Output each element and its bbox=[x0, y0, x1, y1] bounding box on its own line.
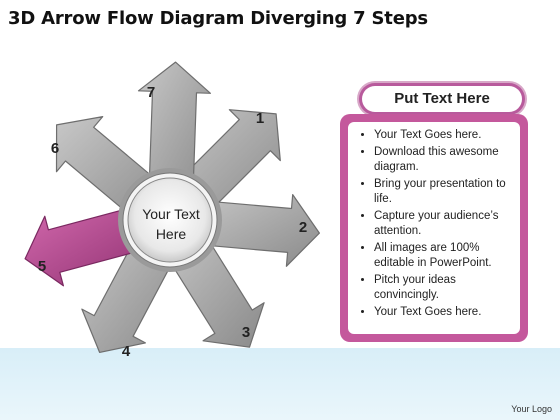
bullet-item: All images are 100% editable in PowerPoi… bbox=[374, 241, 512, 271]
step-6-label: 6 bbox=[50, 140, 60, 157]
footer-logo-text: Your Logo bbox=[511, 404, 552, 414]
step-1-label: 1 bbox=[255, 110, 265, 127]
arrow-flow-diagram: 1 2 3 4 5 6 7 Your Text Here bbox=[24, 61, 320, 360]
bullet-list: Your Text Goes here. Download this aweso… bbox=[348, 122, 520, 320]
page-title: 3D Arrow Flow Diagram Diverging 7 Steps bbox=[8, 8, 428, 29]
hub-circle bbox=[127, 177, 213, 263]
bullet-item: Pitch your ideas convincingly. bbox=[374, 273, 512, 303]
step-7-label: 7 bbox=[146, 84, 156, 101]
step-4-label: 4 bbox=[121, 343, 131, 360]
center-text-line-2: Here bbox=[155, 226, 187, 242]
step-5-label: 5 bbox=[37, 258, 47, 275]
text-panel-inner: Your Text Goes here. Download this aweso… bbox=[348, 122, 520, 334]
bullet-item: Download this awesome diagram. bbox=[374, 145, 512, 175]
text-panel: Your Text Goes here. Download this aweso… bbox=[340, 114, 528, 342]
center-text-line-1: Your Text bbox=[142, 206, 200, 222]
floor-gradient bbox=[0, 348, 560, 420]
bullet-item: Your Text Goes here. bbox=[374, 305, 512, 320]
bullet-item: Your Text Goes here. bbox=[374, 128, 512, 143]
step-3-label: 3 bbox=[241, 324, 251, 341]
step-2-label: 2 bbox=[298, 219, 308, 236]
panel-heading: Put Text Here bbox=[362, 86, 522, 112]
bullet-item: Capture your audience’s attention. bbox=[374, 209, 512, 239]
bullet-item: Bring your presentation to life. bbox=[374, 177, 512, 207]
diagram-canvas bbox=[24, 61, 320, 353]
center-text: Your Text Here bbox=[128, 204, 214, 244]
